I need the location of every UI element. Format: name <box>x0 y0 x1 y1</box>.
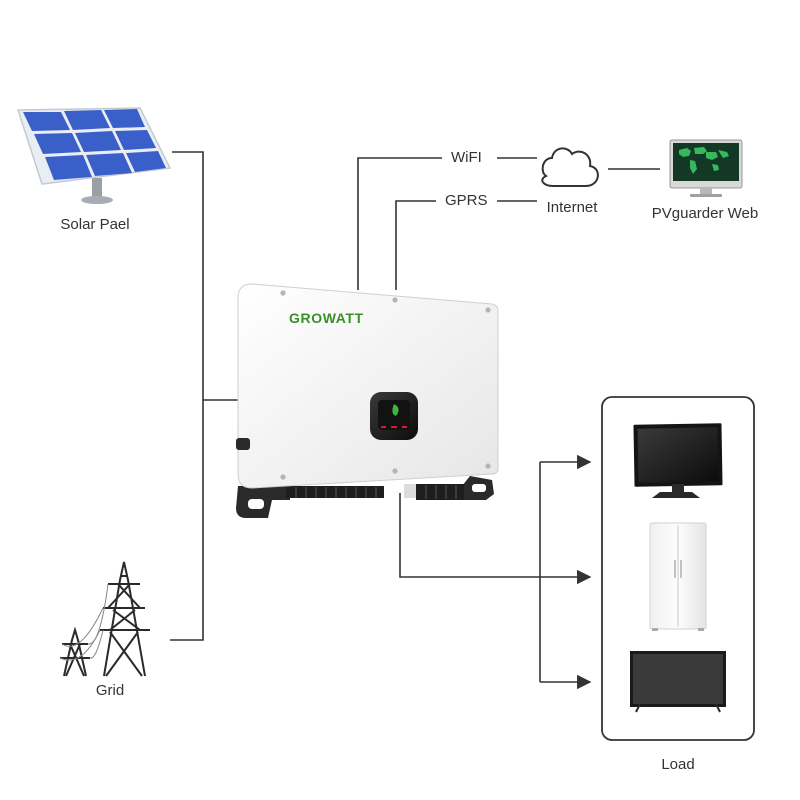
refrigerator-icon <box>649 522 707 631</box>
internet-label: Internet <box>546 199 598 216</box>
heatsink-left <box>286 486 384 498</box>
wifi-line <box>357 157 442 290</box>
inverter-unit <box>236 283 499 518</box>
gprs-label: GPRS <box>445 192 488 209</box>
wifi-label: WiFI <box>451 149 482 166</box>
gprs-line <box>395 200 436 290</box>
monitor-icon <box>669 139 743 197</box>
power-tower-icon <box>59 561 150 677</box>
inverter-to-load-line <box>399 493 592 585</box>
heatsink-right <box>416 484 464 500</box>
television-icon <box>630 651 726 713</box>
cloud-icon <box>541 147 599 187</box>
solar-panel-label: Solar Pael <box>60 216 130 233</box>
grid-label: Grid <box>95 682 125 699</box>
tv-icon <box>633 423 723 498</box>
inverter-brand-logo: GROWATT <box>289 310 364 326</box>
solar-to-inverter-line <box>170 151 204 641</box>
web-label: PVguarder Web <box>651 205 759 222</box>
load-label: Load <box>661 756 695 773</box>
solar-panel-icon <box>16 107 172 204</box>
connection-lines <box>170 151 660 690</box>
